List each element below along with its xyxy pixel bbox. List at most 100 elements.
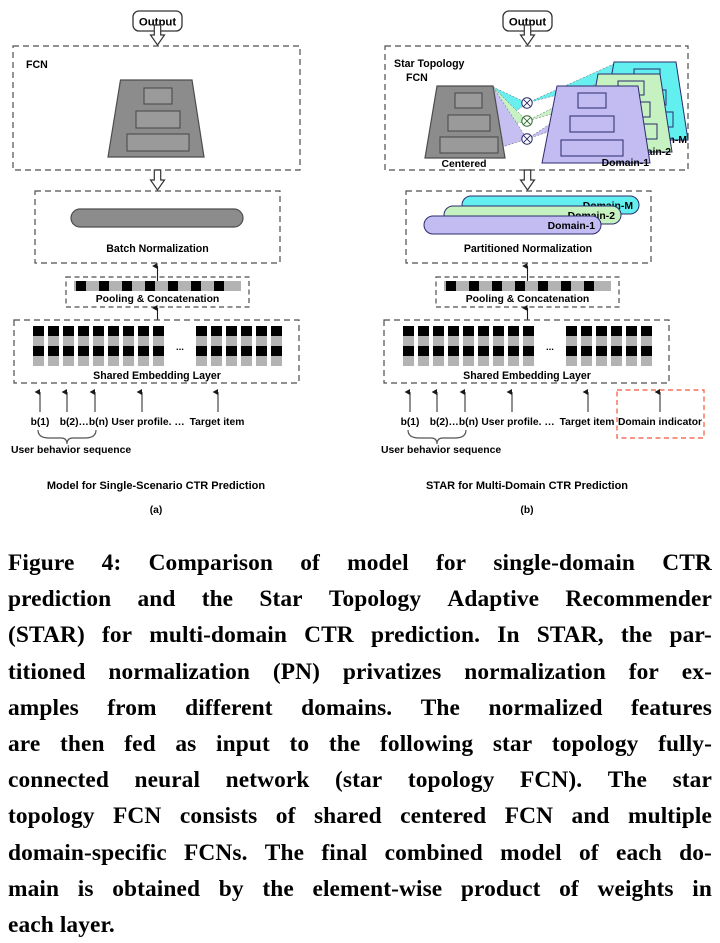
caption-word: The — [264, 839, 305, 866]
caption-word: FCN — [504, 803, 554, 830]
caption-word: topology — [551, 731, 639, 758]
input-label-target-item-a: Target item — [190, 417, 245, 428]
embedding-ellipsis-b: ... — [546, 342, 554, 353]
caption-word: and — [571, 803, 610, 830]
input-arrows-a — [34, 389, 219, 412]
caption-word: CTR — [304, 622, 354, 649]
caption-word: of — [275, 803, 296, 830]
pn-label-domain-1: Domain-1 — [548, 221, 596, 232]
panel-a-subcaption: (a) — [150, 505, 163, 516]
pooling-label-a: Pooling & Concatenation — [96, 294, 220, 305]
pooling-bar-a — [74, 281, 241, 291]
brace-label-a: User behavior sequence — [11, 445, 131, 456]
panel-b: Output Star Topology FCN Domain- — [381, 10, 705, 516]
input-label-user-profile-b: User profile. … — [481, 417, 554, 428]
caption-word: model — [347, 550, 409, 576]
caption-word: of — [300, 550, 320, 576]
caption-word: the — [201, 586, 234, 613]
domain-indicator-label-b: Domain indicator — [618, 417, 702, 428]
caption-word: obtained — [112, 875, 201, 902]
caption-word: prediction. — [370, 622, 481, 649]
pooling-cells-b — [446, 281, 594, 291]
panel-a-title: Model for Single-Scenario CTR Prediction — [47, 480, 265, 492]
caption-word: as — [175, 731, 197, 758]
embedding-cells-a — [33, 326, 282, 366]
panel-b-title: STAR for Multi-Domain CTR Prediction — [426, 480, 628, 492]
caption-word: model — [500, 839, 562, 866]
caption-word: multi-domain — [149, 622, 287, 649]
caption-word: (PN) — [272, 658, 321, 685]
figure-diagram: Output FCN Batch Normalization — [11, 10, 705, 516]
input-arrows-b — [404, 389, 661, 412]
caption-word: element-wise — [312, 875, 443, 902]
input-label-bn-a: b(2)…b(n) — [60, 417, 109, 428]
input-label-target-item-b: Target item — [560, 417, 615, 428]
pooling-container-a — [65, 276, 250, 308]
output-node-a: Output — [132, 10, 183, 32]
caption-word: normalized — [488, 694, 603, 721]
caption-word: FCN). — [519, 767, 583, 794]
batch-norm-container-a — [34, 190, 281, 264]
fcn-layer-1-a — [126, 133, 190, 152]
caption-word: domains. — [301, 694, 393, 721]
behavior-brace-a — [37, 429, 97, 445]
caption-word: input — [216, 731, 270, 758]
caption-word: In — [497, 622, 520, 649]
pooling-container-b — [435, 276, 620, 308]
caption-word: the — [328, 731, 361, 758]
arrow-pn-to-fcn-b — [519, 169, 536, 191]
input-label-b1-b: b(1) — [401, 417, 420, 428]
caption-word: CTR — [662, 550, 712, 576]
panel-a: Output FCN Batch Normalization — [11, 10, 301, 516]
domain-indicator-container-b — [616, 389, 705, 439]
input-label-b1-a: b(1) — [31, 417, 50, 428]
caption-word: par- — [669, 622, 712, 649]
caption-word: connected — [8, 767, 109, 794]
caption-word: do- — [679, 839, 712, 866]
caption-word: for — [435, 550, 467, 576]
output-label: Output — [139, 17, 177, 29]
star-topology-label-line1: Star Topology — [394, 58, 465, 70]
embedding-label-a: Shared Embedding Layer — [93, 370, 221, 382]
caption-word: The — [420, 694, 461, 721]
caption-word: and — [137, 586, 176, 613]
caption-word: main — [8, 875, 60, 902]
caption-word: normalization — [108, 658, 250, 685]
caption-word: Comparison — [148, 550, 274, 576]
caption-word: network — [225, 767, 310, 794]
caption-word: of — [559, 875, 579, 902]
batch-norm-pill-a — [70, 208, 244, 228]
caption-word: Star — [259, 586, 303, 613]
caption-word: for — [628, 658, 659, 685]
fcn-label-a: FCN — [26, 59, 48, 71]
caption-word: features — [631, 694, 712, 721]
caption-word: Topology — [328, 586, 422, 613]
caption-word: prediction — [8, 586, 112, 613]
caption-word: is — [77, 875, 94, 902]
embedding-container-a — [13, 319, 300, 384]
caption-word: from — [107, 694, 157, 721]
fcn-layer-2-a — [135, 110, 181, 129]
centered-label-b: Centered — [441, 159, 486, 170]
caption-word: multiple — [628, 803, 712, 830]
caption-word: (STAR) — [8, 622, 85, 649]
caption-line: each layer. — [8, 912, 115, 939]
caption-word: Adaptive — [447, 586, 540, 613]
caption-word: shared — [313, 803, 382, 830]
caption-word: to — [289, 731, 310, 758]
caption-word: centered — [400, 803, 487, 830]
caption-word: 4: — [101, 550, 122, 576]
caption-word: final — [321, 839, 368, 866]
caption-word: Figure — [8, 550, 75, 576]
output-label-b: Output — [509, 17, 547, 29]
caption-word: for — [101, 622, 133, 649]
product-node-2 — [521, 115, 533, 127]
caption-word: then — [60, 731, 105, 758]
caption-word: each — [615, 839, 662, 866]
